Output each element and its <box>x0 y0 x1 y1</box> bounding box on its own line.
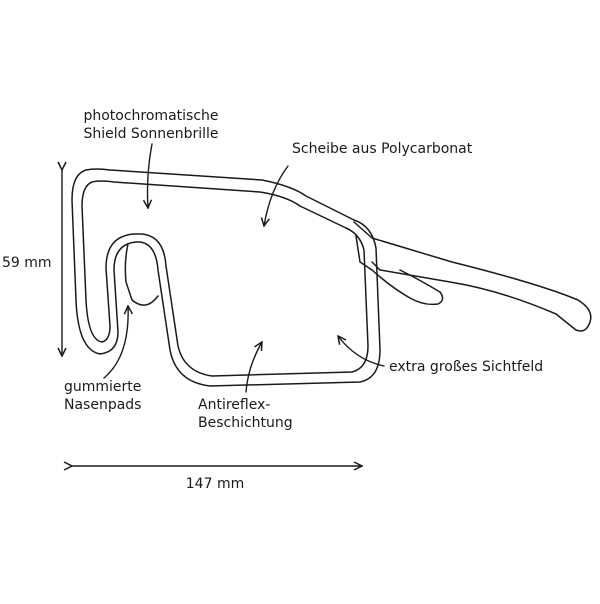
nose-cut-detail <box>124 243 159 306</box>
pointer-lens-material <box>264 165 289 226</box>
label-coating: Antireflex- Beschichtung <box>198 396 293 432</box>
pointer-field-of-view <box>338 336 385 367</box>
label-nose-pads-line2: Nasenpads <box>64 397 142 413</box>
label-width: 147 mm <box>185 476 245 492</box>
label-nose-pads-line1: gummierte <box>64 379 142 395</box>
pointer-nose-pads <box>103 306 128 379</box>
label-nose-pads: gummierte Nasenpads <box>64 378 141 414</box>
pointer-photochromic <box>148 143 153 208</box>
label-height: 59 mm <box>2 255 52 271</box>
temple-hinge <box>371 269 444 306</box>
label-photochromic-line2: Shield Sonnenbrille <box>83 126 219 142</box>
label-coating-line1: Antireflex- <box>198 397 271 413</box>
temple-arm <box>353 221 592 332</box>
label-photochromic-line1: photochromatische <box>83 108 219 124</box>
pointer-coating <box>245 342 262 393</box>
lens-outer-outline <box>71 168 381 387</box>
label-photochromic: photochromatische Shield Sonnenbrille <box>66 107 236 143</box>
label-coating-line2: Beschichtung <box>198 415 293 431</box>
temple-hinge-detail <box>355 235 373 271</box>
label-lens-material: Scheibe aus Polycarbonat <box>292 141 473 157</box>
lens-inner-outline <box>81 180 369 377</box>
label-field-of-view: extra großes Sichtfeld <box>389 359 544 375</box>
